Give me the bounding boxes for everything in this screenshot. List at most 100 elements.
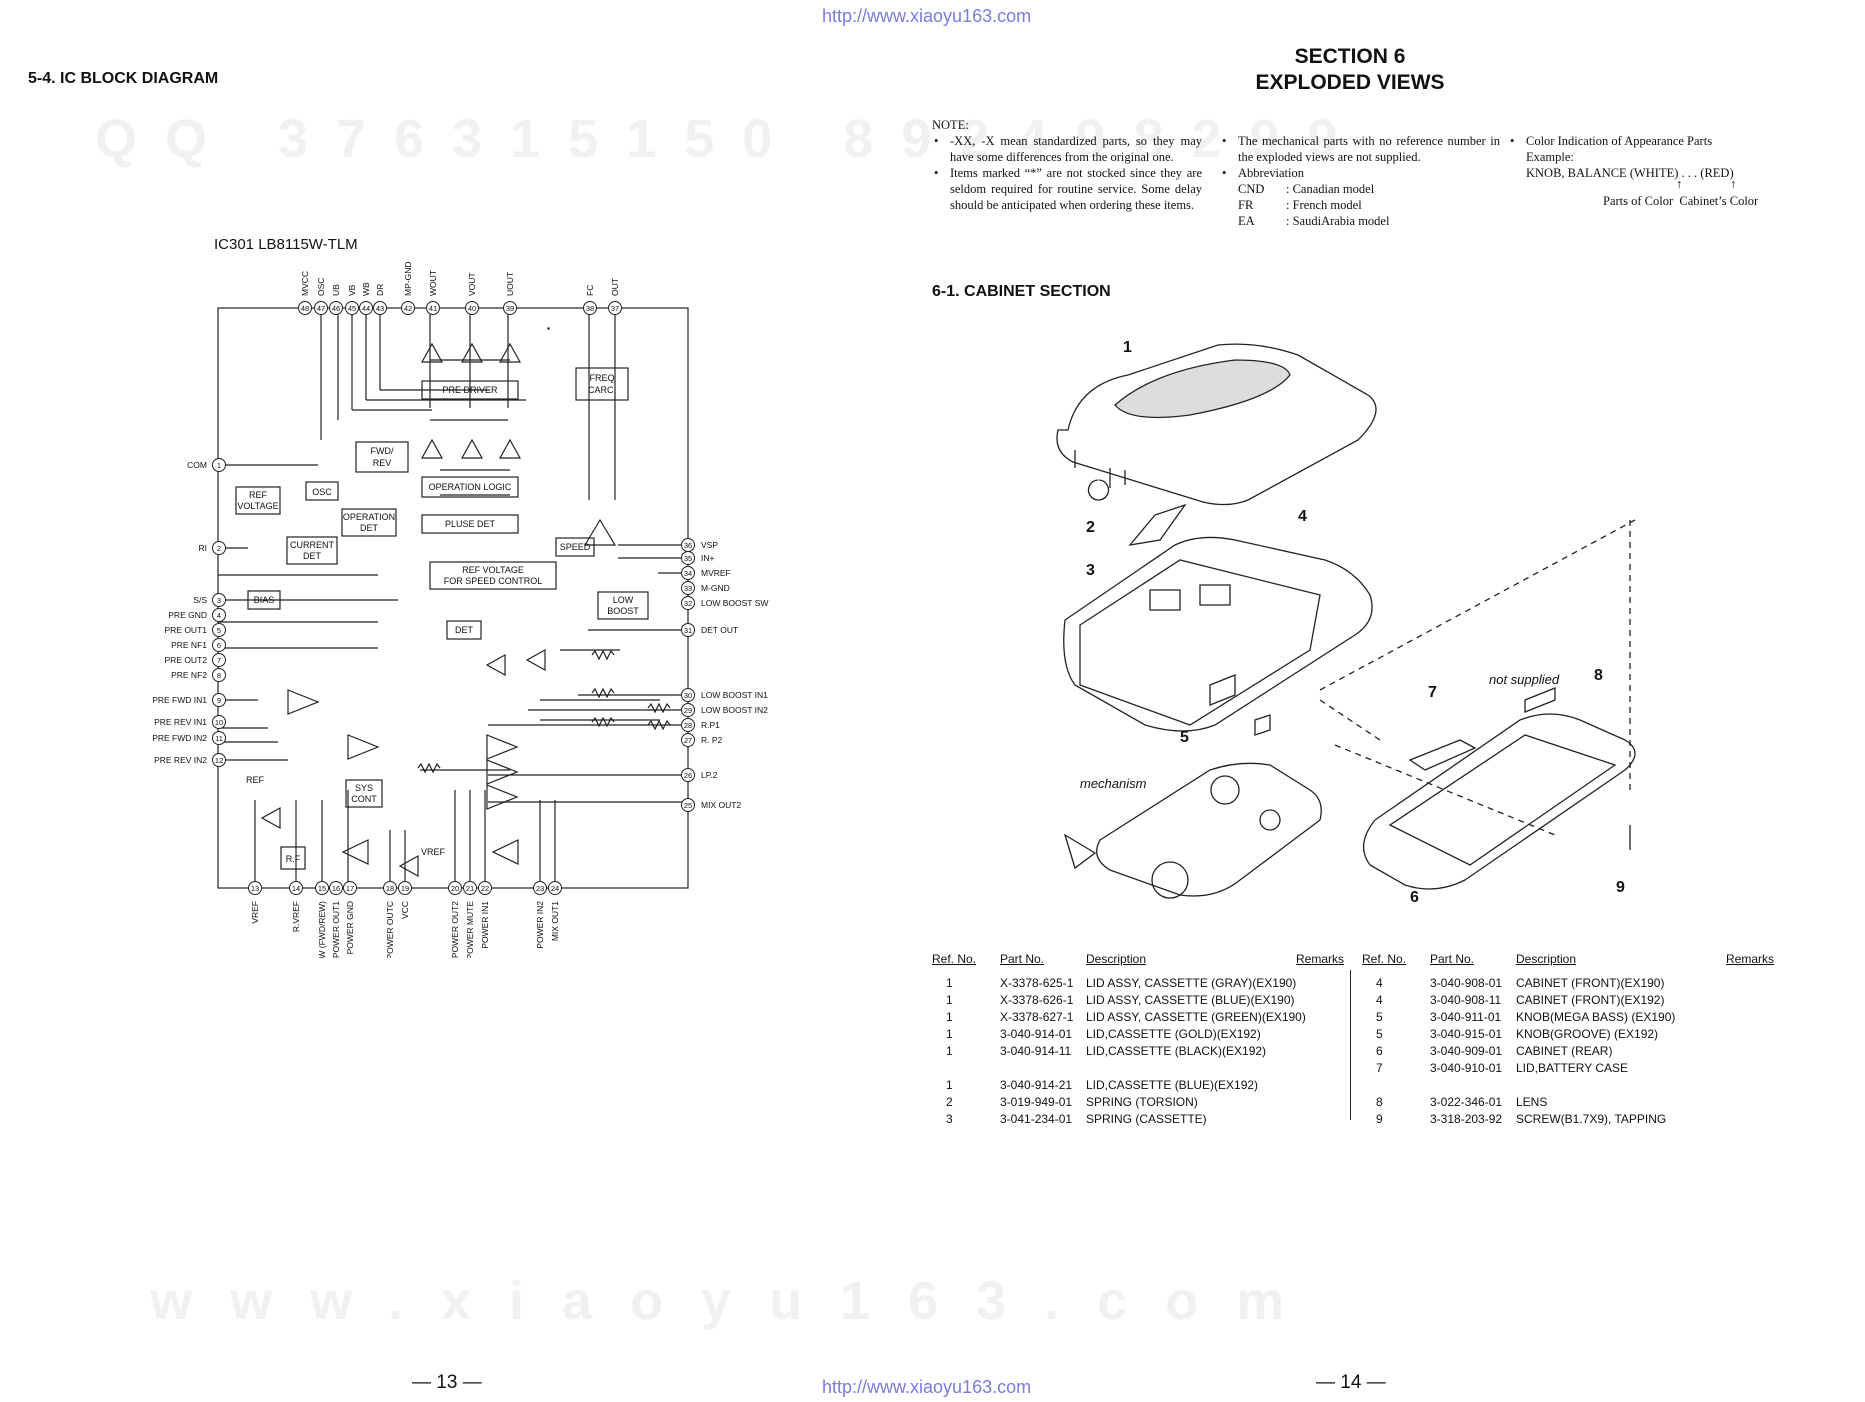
svg-text:FREQ: FREQ	[589, 373, 614, 383]
cell-desc: SPRING (CASSETTE)	[1086, 1112, 1207, 1126]
note-item: Color Indication of Appearance Parts	[1508, 133, 1788, 149]
pin-number: 41	[429, 304, 437, 313]
pin-48	[298, 301, 312, 315]
callout-9: 9	[1616, 879, 1625, 896]
cell-ref: 8	[1376, 1095, 1383, 1109]
rear-cabinet	[1363, 713, 1636, 890]
cell-desc: LID,CASSETTE (GOLD)(EX192)	[1086, 1027, 1261, 1041]
pin-number: 20	[451, 884, 459, 893]
pin-number: 3	[217, 596, 221, 605]
parts-table: Ref. No. Part No. Description Remarks Re…	[932, 952, 1777, 1132]
cell-desc: LID,BATTERY CASE	[1516, 1061, 1629, 1075]
pin-2	[212, 541, 226, 555]
pin-label: OSC	[316, 278, 326, 296]
pin-number: 12	[215, 756, 223, 765]
pin-number: 14	[292, 884, 300, 893]
section-heading-ic-block: 5-4. IC BLOCK DIAGRAM	[28, 70, 219, 87]
section-name: EXPLODED VIEWS	[1255, 71, 1445, 94]
pin-label: POWER OUTC	[385, 901, 395, 958]
svg-text:PLUSE DET: PLUSE DET	[445, 519, 496, 529]
pin-6	[212, 638, 226, 652]
pin-number: 31	[684, 626, 692, 635]
pin-39	[503, 301, 517, 315]
block-freq-carc	[575, 367, 629, 401]
svg-text:FOR SPEED CONTROL: FOR SPEED CONTROL	[444, 576, 543, 586]
cell-desc: LID,CASSETTE (BLACK)(EX192)	[1086, 1044, 1267, 1058]
cell-part: 3-019-949-01	[1000, 1095, 1073, 1109]
cell-desc: KNOB(GROOVE) (EX192)	[1516, 1027, 1659, 1041]
page-number-13: — 13 —	[412, 1372, 482, 1393]
pin-47	[314, 301, 328, 315]
pin-label: MVREF	[701, 568, 731, 578]
table-row	[932, 1061, 1352, 1078]
pin-14	[289, 881, 303, 895]
pin-label: PRE GND	[168, 610, 207, 620]
pin-label: MP-GND	[403, 262, 413, 296]
svg-text:OPERATION LOGIC: OPERATION LOGIC	[429, 482, 512, 492]
header-url[interactable]: http://www.xiaoyu163.com	[822, 6, 1032, 26]
subsection-cabinet: 6-1. CABINET SECTION	[932, 283, 1111, 300]
block-pluse-det	[421, 514, 519, 534]
pin-25	[681, 798, 695, 812]
pin-label: DR	[375, 284, 385, 296]
cell-desc: LID ASSY, CASSETTE (BLUE)(EX190)	[1086, 993, 1295, 1007]
footer-url[interactable]: http://www.xiaoyu163.com	[822, 1377, 1032, 1397]
pin-label: LOW BOOST IN2	[701, 705, 768, 715]
pin-label: MVCC	[300, 271, 310, 296]
callout-1: 1	[1123, 339, 1132, 356]
pin-5	[212, 623, 226, 637]
cell-desc: LENS	[1516, 1095, 1548, 1109]
pin-label: PRE NF2	[171, 670, 207, 680]
pin-number: 29	[684, 706, 692, 715]
section-title: SECTION 6 EXPLODED VIEWS	[1200, 44, 1500, 96]
svg-text:REF VOLTAGE: REF VOLTAGE	[462, 565, 524, 575]
svg-text:BIAS: BIAS	[254, 595, 275, 605]
cell-part: 3-022-346-01	[1430, 1095, 1503, 1109]
pin-number: 16	[332, 884, 340, 893]
pin-number: 42	[404, 304, 412, 313]
pin-label: S/S	[193, 595, 207, 605]
pin-label: RI	[199, 543, 208, 553]
pin-number: 11	[215, 734, 223, 743]
pin-34	[681, 566, 695, 580]
pin-46	[329, 301, 343, 315]
pin-number: 38	[586, 304, 594, 313]
cell-part: 3-040-910-01	[1430, 1061, 1503, 1075]
pin-number: 5	[217, 626, 221, 635]
cell-part: 3-040-908-01	[1430, 976, 1503, 990]
pin-number: 25	[684, 801, 692, 810]
svg-text:CURRENT: CURRENT	[290, 540, 335, 550]
pin-22	[478, 881, 492, 895]
svg-text:LOW: LOW	[613, 595, 634, 605]
cell-desc: CABINET (FRONT)(EX190)	[1516, 976, 1665, 990]
pin-number: 45	[348, 304, 356, 313]
pin-label: UOUT	[505, 272, 515, 296]
svg-text:FWD/: FWD/	[371, 446, 394, 456]
pin-24	[548, 881, 562, 895]
cell-desc: CABINET (FRONT)(EX192)	[1516, 993, 1665, 1007]
pin-28	[681, 718, 695, 732]
block-ref-speed	[429, 561, 557, 590]
pin-label: POWER MUTE	[465, 901, 475, 958]
cell-ref: 6	[1376, 1044, 1383, 1058]
pin-label: FC	[585, 285, 595, 296]
pin-label: PRE REV IN1	[154, 717, 207, 727]
pin-45	[345, 301, 359, 315]
callout-7: 7	[1428, 684, 1437, 701]
cell-part: X-3378-627-1	[1000, 1010, 1074, 1024]
pin-label: LP.2	[701, 770, 718, 780]
pin-number: 39	[506, 304, 514, 313]
callout-6: 6	[1410, 889, 1419, 906]
table-row	[1362, 1078, 1782, 1095]
pin-label: UB	[331, 284, 341, 296]
pin-13	[248, 881, 262, 895]
svg-text:R.F: R.F	[286, 854, 301, 864]
note-item: -XX, -X mean standardized parts, so they…	[932, 133, 1202, 165]
